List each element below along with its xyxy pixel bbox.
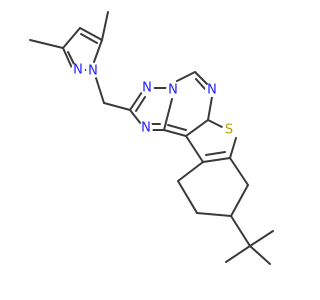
atom-label-n: N <box>141 121 151 136</box>
bond-pym-c5-n6 <box>194 71 209 86</box>
pyrazole-n2-atom: N <box>71 63 85 78</box>
bond-pz-c5-c4-inner <box>80 33 98 44</box>
bond-tz-n1-c2 <box>129 109 142 125</box>
bond-tz-c2-n3 <box>129 91 143 111</box>
atom-label-n: N <box>207 83 217 98</box>
bond-pz-c3-n2-inner <box>67 51 76 67</box>
bond-th-c7a-c10c-inner <box>205 151 226 156</box>
bond-cy-c10c-c11 <box>177 161 204 182</box>
bond-th-c7a-c10c <box>202 157 231 163</box>
bond-pym-n4-c5 <box>176 71 196 82</box>
triazole-n1-atom: N <box>139 121 153 136</box>
bond-pym-c6a-c10a <box>185 119 209 137</box>
atom-labels: N N N N N N S <box>71 63 236 138</box>
bond-tbu-cq-me2 <box>225 245 251 263</box>
bond-pz-c4-c3 <box>62 27 81 49</box>
bond-cy-c13-c14 <box>230 184 249 217</box>
bond-cy-c11-c12 <box>177 180 198 214</box>
bond-pym-c10a-c10b-inner <box>167 124 187 131</box>
bonds <box>29 11 274 265</box>
bond-th-c6a-s <box>207 119 223 128</box>
bond-cy-c14-c7a <box>229 157 249 186</box>
bond-n1-ch2 <box>95 77 105 104</box>
bond-methyl-c5 <box>101 11 109 41</box>
bond-pym-c5-n6-inner <box>195 78 206 90</box>
pyrimidine-n6-atom: N <box>205 83 219 98</box>
bond-pz-n1-c5 <box>93 39 103 63</box>
atom-label-s: S <box>225 123 233 138</box>
pyrazole-n1-atom: N <box>86 64 100 79</box>
bond-pym-n6-c6a <box>207 96 213 121</box>
molecule-structure-diagram: N N N N N N S <box>29 11 274 265</box>
atom-label-n: N <box>142 81 152 96</box>
bond-tbu-cq-me1 <box>249 245 271 265</box>
bond-ch2-c2 <box>103 102 131 111</box>
atom-label-n: N <box>88 64 98 79</box>
bond-th-s-c7a <box>229 137 237 159</box>
triazole-n4-atom: N <box>166 83 180 98</box>
bond-tbu-cq-me3 <box>249 230 274 247</box>
triazole-n3-atom: N <box>140 81 154 96</box>
bond-pz-c5-c4 <box>79 27 103 41</box>
bond-pym-c10a-c10b <box>163 129 187 137</box>
atom-label-n: N <box>168 83 178 98</box>
bond-methyl-c3 <box>29 39 64 49</box>
bond-tz-n4-c10b <box>163 98 173 131</box>
bond-th-c10c-c10a <box>185 135 204 163</box>
bond-pz-c3-n2 <box>62 47 73 69</box>
thiophene-s-atom: S <box>222 123 236 138</box>
bond-tbu-c13-cq <box>230 215 251 247</box>
atom-label-n: N <box>73 63 83 78</box>
bond-cy-c12-c13 <box>196 212 232 217</box>
bond-tz-c2-n3-inner <box>135 96 146 112</box>
